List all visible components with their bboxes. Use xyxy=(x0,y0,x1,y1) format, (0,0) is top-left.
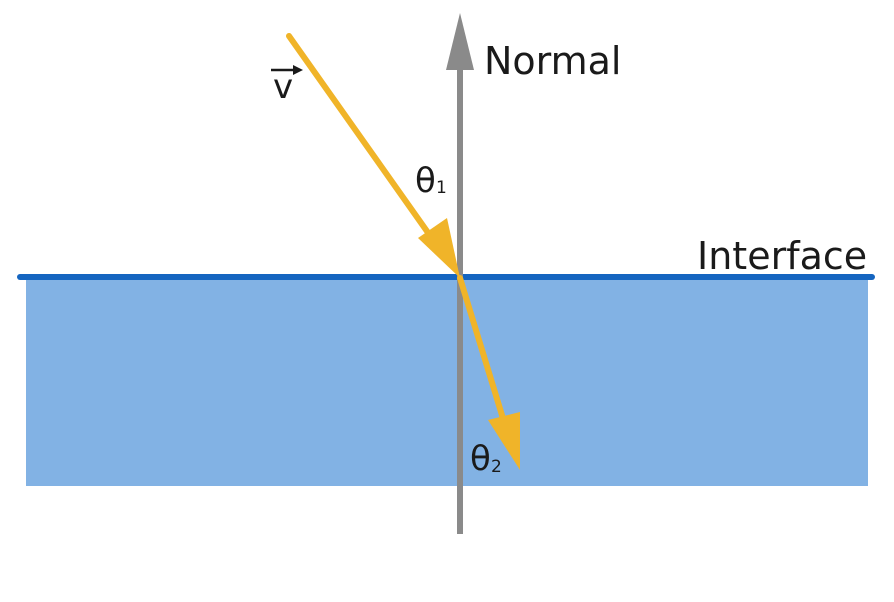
vector-label: v xyxy=(273,67,293,107)
theta2-subscript: 2 xyxy=(491,457,502,477)
incident-ray xyxy=(286,33,439,247)
vector-arrow-head xyxy=(293,65,303,75)
second-medium xyxy=(26,278,868,486)
normal-label: Normal xyxy=(484,39,622,83)
theta1-subscript: 1 xyxy=(436,178,447,198)
refracted-ray xyxy=(457,275,508,428)
theta1-symbol: θ xyxy=(415,161,436,201)
interface-label: Interface xyxy=(697,234,867,278)
refracted-arrowhead xyxy=(488,412,520,470)
normal-arrowhead xyxy=(446,13,474,70)
theta2-symbol: θ xyxy=(470,439,491,479)
incident-arrowhead xyxy=(418,218,460,278)
